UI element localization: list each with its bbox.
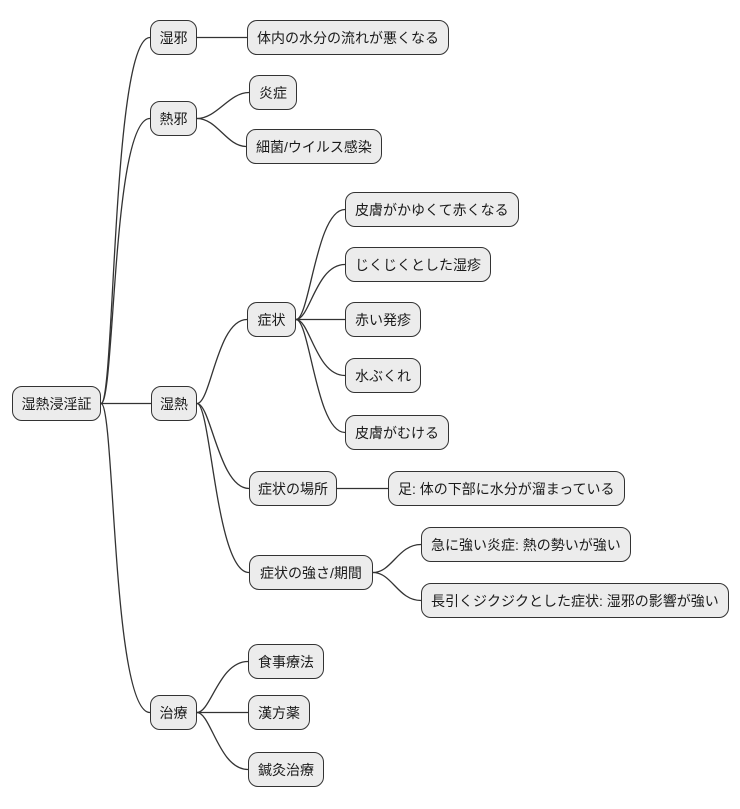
edge-root-to-treatment bbox=[100, 402, 151, 714]
node-treatment-kampo-medicine: 漢方薬 bbox=[248, 695, 310, 730]
edge-damp-heat-to-symptoms bbox=[196, 318, 248, 405]
node-heat-evil: 熱邪 bbox=[150, 101, 197, 136]
node-damp-evil-description: 体内の水分の流れが悪くなる bbox=[247, 20, 449, 55]
edge-symptoms-to-eczema bbox=[295, 263, 346, 321]
node-symptom-intensity-duration: 症状の強さ/期間 bbox=[249, 555, 373, 590]
edge-symptoms-to-blister bbox=[295, 318, 346, 377]
node-treatment: 治療 bbox=[150, 695, 197, 730]
node-inflammation: 炎症 bbox=[249, 75, 297, 110]
edge-damp-heat-to-location bbox=[196, 402, 250, 490]
node-symptom-weeping-eczema: じくじくとした湿疹 bbox=[345, 247, 491, 282]
node-symptoms: 症状 bbox=[247, 302, 296, 337]
node-bacteria-virus-infection: 細菌/ウイルス感染 bbox=[246, 129, 382, 164]
node-acute-inflammation: 急に強い炎症: 熱の勢いが強い bbox=[421, 527, 631, 562]
node-damp-heat: 湿熱 bbox=[151, 386, 197, 421]
node-symptom-peeling-skin: 皮膚がむける bbox=[345, 415, 449, 450]
edge-treatment-to-acupuncture bbox=[196, 711, 249, 771]
edge-root-to-heat-evil bbox=[100, 117, 151, 405]
node-symptom-blisters: 水ぶくれ bbox=[345, 358, 421, 393]
edge-damp-heat-to-intensity bbox=[196, 402, 250, 574]
edge-heat-evil-to-inflam bbox=[196, 91, 250, 120]
node-location-feet: 足: 体の下部に水分が溜まっている bbox=[388, 471, 625, 506]
edge-treatment-to-diet bbox=[196, 660, 249, 714]
edge-root-to-damp-evil bbox=[100, 36, 151, 405]
node-symptom-red-rash: 赤い発疹 bbox=[345, 302, 421, 337]
edge-heat-evil-to-infect bbox=[196, 117, 247, 148]
node-symptom-itchy-red-skin: 皮膚がかゆくて赤くなる bbox=[345, 192, 519, 227]
node-chronic-weeping-symptoms: 長引くジクジクとした症状: 湿邪の影響が強い bbox=[421, 583, 729, 618]
node-damp-evil: 湿邪 bbox=[150, 20, 197, 55]
node-root-damp-heat-syndrome: 湿熱浸淫証 bbox=[12, 386, 101, 421]
node-treatment-diet-therapy: 食事療法 bbox=[248, 644, 324, 679]
node-treatment-acupuncture: 鍼灸治療 bbox=[248, 752, 324, 787]
edge-symptoms-to-peel bbox=[295, 318, 346, 434]
node-symptom-location: 症状の場所 bbox=[249, 471, 337, 506]
edge-intensity-to-acute bbox=[372, 543, 422, 574]
edge-intensity-to-chronic bbox=[372, 571, 422, 602]
edge-symptoms-to-itchy bbox=[295, 208, 346, 321]
